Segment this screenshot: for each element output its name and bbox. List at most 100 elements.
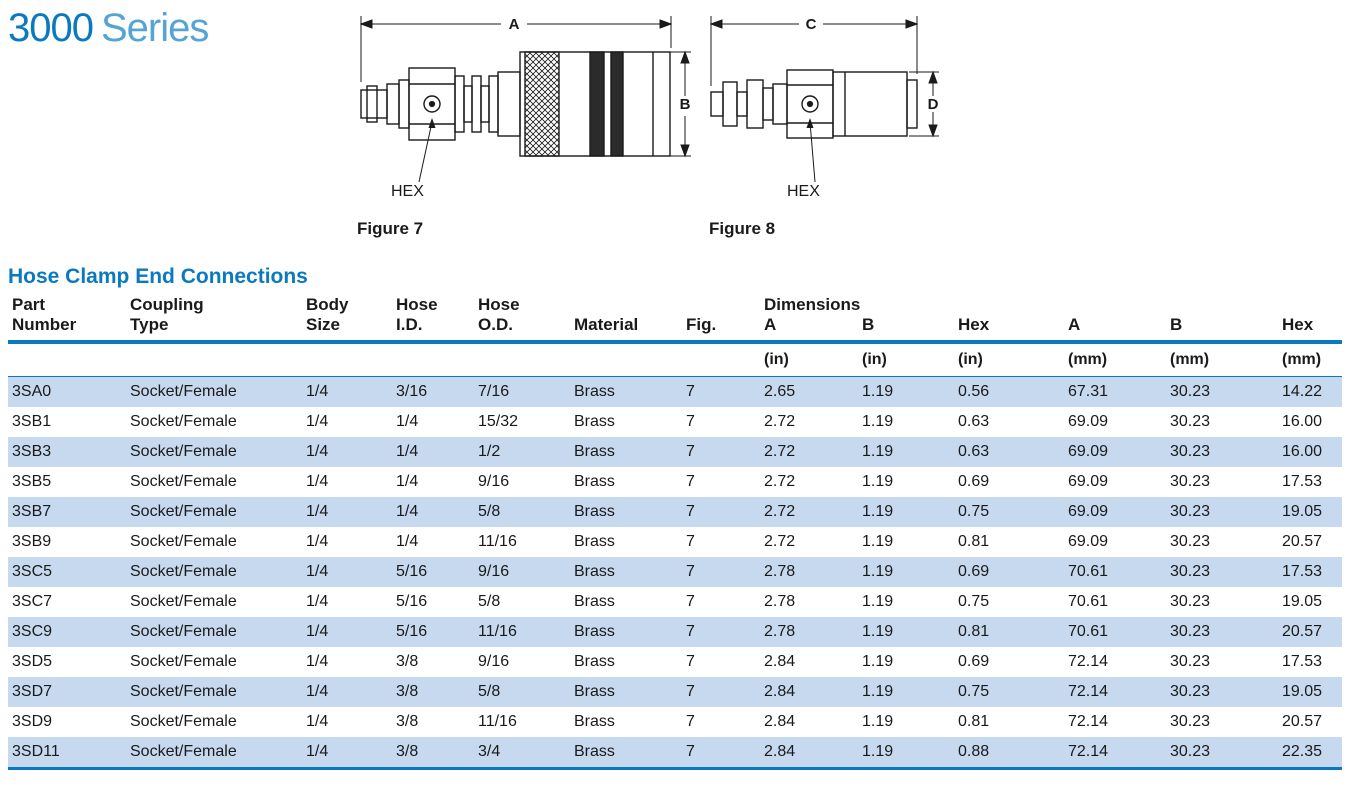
table-cell: 2.84 bbox=[760, 736, 858, 770]
table-cell: 11/16 bbox=[478, 712, 517, 730]
unit-cell: (mm) bbox=[1064, 341, 1166, 377]
table-cell: 5/8 bbox=[478, 502, 501, 520]
table-cell: 3SD7 bbox=[12, 682, 53, 700]
table-cell: 19.05 bbox=[1282, 502, 1323, 520]
table-cell: 1/4 bbox=[306, 472, 329, 490]
table-cell: Socket/Female bbox=[130, 502, 237, 520]
col-header-bottom: O.D. bbox=[474, 315, 570, 344]
section-heading: Hose Clamp End Connections bbox=[8, 265, 308, 288]
table-cell: 11/16 bbox=[478, 622, 517, 640]
table-cell: 1.19 bbox=[862, 412, 894, 430]
table-cell: 72.14 bbox=[1068, 652, 1109, 670]
table-cell: 17.53 bbox=[1282, 472, 1323, 490]
table-cell: 2.65 bbox=[764, 382, 796, 400]
table-cell: 1.19 bbox=[862, 682, 894, 700]
unit-cell bbox=[8, 341, 126, 377]
table-cell: 30.23 bbox=[1170, 712, 1211, 730]
table-cell: 1/4 bbox=[306, 382, 329, 400]
table-cell: 3SB5 bbox=[12, 472, 52, 490]
dim-label-d: D bbox=[928, 96, 939, 113]
figure8-drawing: C D HEX bbox=[709, 16, 939, 200]
table-cell: Brass bbox=[574, 682, 615, 700]
table-cell: 16.00 bbox=[1282, 442, 1323, 460]
table-cell: Socket/Female bbox=[130, 592, 237, 610]
table-cell: Brass bbox=[574, 412, 615, 430]
table-cell: 5/16 bbox=[396, 562, 428, 580]
table-cell: 30.23 bbox=[1170, 412, 1211, 430]
col-header-top: Part bbox=[12, 295, 46, 314]
table-cell: 3SB9 bbox=[12, 532, 52, 550]
table-cell: 1.19 bbox=[862, 442, 894, 460]
table-cell: 1/4 bbox=[306, 592, 329, 610]
table-cell: 0.69 bbox=[958, 562, 990, 580]
table-cell: 2.72 bbox=[764, 532, 796, 550]
table-cell: 2.78 bbox=[764, 562, 796, 580]
figure8-dimension-d bbox=[909, 70, 939, 138]
table-cell: 20.57 bbox=[1282, 532, 1323, 550]
dimensions-group-header: Dimensions bbox=[764, 295, 861, 314]
col-header-bottom: B bbox=[858, 315, 954, 344]
table-cell: 3SC5 bbox=[12, 562, 53, 580]
table-cell: 2.84 bbox=[764, 682, 796, 700]
table-cell: Brass bbox=[574, 442, 615, 460]
table-cell: Brass bbox=[574, 472, 615, 490]
table-cell: 2.84 bbox=[764, 712, 796, 730]
unit-cell bbox=[682, 341, 760, 377]
table-cell: 3SD11 bbox=[8, 736, 126, 770]
table-cell: 7 bbox=[686, 382, 695, 400]
col-header-bottom: Number bbox=[8, 315, 126, 344]
table-cell: 30.23 bbox=[1170, 592, 1211, 610]
col-header-bottom: Material bbox=[570, 315, 682, 344]
table-cell: 3SB7 bbox=[12, 502, 52, 520]
figure-8: C D HEX Figure 8 bbox=[705, 8, 1005, 239]
table-cell: 70.61 bbox=[1068, 592, 1109, 610]
table-cell: 3/4 bbox=[474, 736, 570, 770]
col-header-bottom: B bbox=[1166, 315, 1278, 344]
table-cell: 7/16 bbox=[478, 382, 510, 400]
table-cell: 1/4 bbox=[306, 442, 329, 460]
dim-label-b: B bbox=[680, 96, 691, 113]
table-cell: 5/8 bbox=[478, 682, 501, 700]
table-cell: 30.23 bbox=[1170, 532, 1211, 550]
table-cell: Socket/Female bbox=[126, 736, 302, 770]
table-cell: 0.69 bbox=[958, 652, 990, 670]
figure7-caption: Figure 7 bbox=[357, 219, 424, 238]
table-cell: 67.31 bbox=[1068, 382, 1109, 400]
col-header-bottom: A bbox=[760, 315, 858, 344]
table-cell: 3/16 bbox=[396, 382, 428, 400]
col-header-top: Hose bbox=[396, 295, 438, 314]
table-cell: 5/16 bbox=[396, 622, 428, 640]
col-header-top: Coupling bbox=[130, 295, 204, 314]
table-cell: 9/16 bbox=[478, 562, 510, 580]
table-cell: 0.63 bbox=[958, 412, 990, 430]
table-cell: Brass bbox=[574, 652, 615, 670]
table-cell: 3SD9 bbox=[12, 712, 53, 730]
table-cell: Socket/Female bbox=[130, 532, 237, 550]
unit-cell: (in) bbox=[954, 341, 1064, 377]
socket-coupling-outline bbox=[360, 51, 671, 157]
table-cell: 7 bbox=[686, 652, 695, 670]
table-cell: 30.23 bbox=[1170, 472, 1211, 490]
figure-7: A B HEX Figure 7 bbox=[353, 8, 693, 239]
table-cell: 2.84 bbox=[764, 652, 796, 670]
table-cell: 1/4 bbox=[396, 442, 419, 460]
table-cell: 1.19 bbox=[862, 472, 894, 490]
table-cell: 2.78 bbox=[764, 622, 796, 640]
table-cell: Brass bbox=[574, 382, 615, 400]
table-cell: 1/4 bbox=[306, 562, 329, 580]
table-cell: 22.35 bbox=[1278, 736, 1343, 770]
plug-coupling-outline bbox=[710, 69, 918, 139]
table-cell: 2.72 bbox=[764, 442, 796, 460]
table-cell: 14.22 bbox=[1282, 382, 1323, 400]
table-cell: 2.72 bbox=[764, 472, 796, 490]
